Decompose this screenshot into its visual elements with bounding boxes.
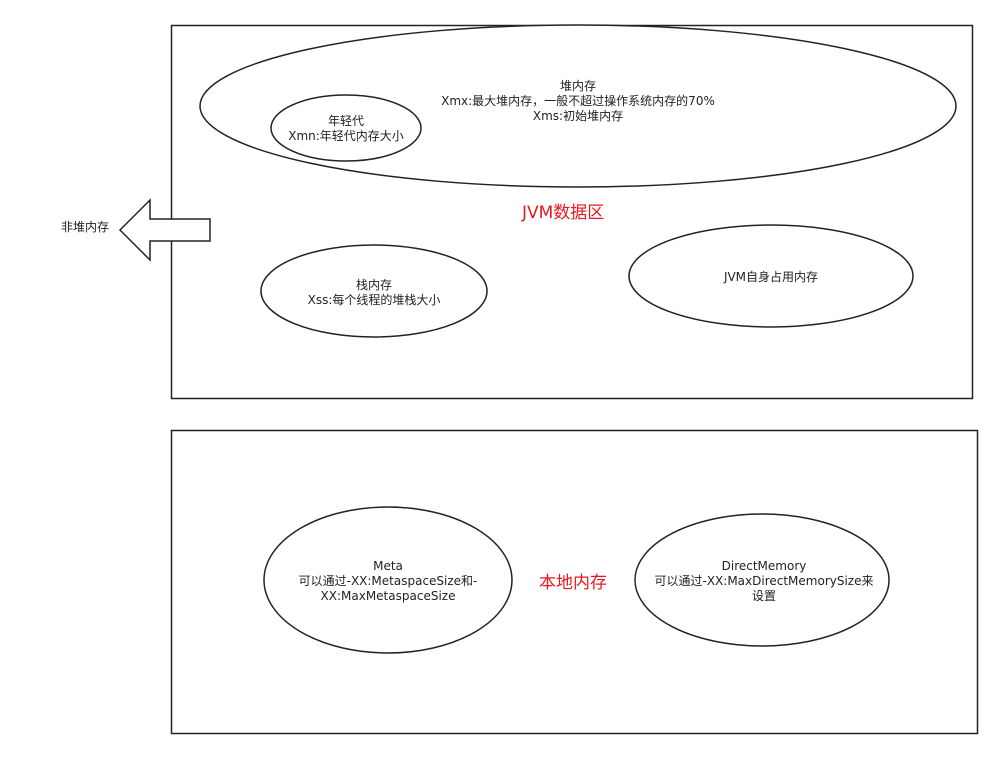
stack-xss: Xss:每个线程的堆栈大小 [307, 293, 441, 307]
stack-memory-ellipse [260, 244, 488, 338]
young-gen-title: 年轻代 [327, 114, 364, 128]
heap-xms: Xms:初始堆内存 [532, 108, 624, 123]
meta-desc-1: 可以通过-XX:MetaspaceSize和- [298, 573, 478, 588]
stack-title: 栈内存 [355, 278, 392, 292]
heap-title: 堆内存 [559, 78, 596, 93]
native-memory-box [170, 429, 979, 735]
meta-desc-2: XX:MaxMetaspaceSize [320, 588, 456, 603]
metaspace-label: Meta 可以通过-XX:MetaspaceSize和- XX:MaxMetas… [278, 556, 498, 606]
stack-memory-label: 栈内存 Xss:每个线程的堆栈大小 [289, 276, 459, 310]
native-memory-title: 本地内存 [539, 573, 607, 593]
direct-memory-ellipse [634, 513, 890, 647]
young-gen-ellipse [270, 94, 422, 162]
jvm-data-area-title: JVM数据区 [522, 203, 605, 223]
jvm-self-memory-ellipse [628, 224, 914, 328]
direct-memory-title: DirectMemory [721, 558, 807, 573]
direct-memory-desc-1: 可以通过-XX:MaxDirectMemorySize来 [654, 573, 874, 588]
meta-title: Meta [373, 558, 403, 573]
jvm-self-title: JVM自身占用内存 [723, 269, 819, 284]
direct-memory-desc-2: 设置 [751, 588, 776, 603]
left-arrow-icon [118, 198, 211, 262]
heap-memory-label: 堆内存 Xmx:最大堆内存，一般不超过操作系统内存的70% Xms:初始堆内存 [380, 76, 776, 126]
metaspace-ellipse [263, 506, 513, 654]
young-gen-xmn: Xmn:年轻代内存大小 [288, 129, 404, 143]
young-gen-label: 年轻代 Xmn:年轻代内存大小 [276, 112, 416, 146]
jvm-self-memory-label: JVM自身占用内存 [681, 268, 861, 286]
direct-memory-label: DirectMemory 可以通过-XX:MaxDirectMemorySize… [642, 556, 886, 606]
heap-xmx: Xmx:最大堆内存，一般不超过操作系统内存的70% [441, 93, 715, 108]
non-heap-label: 非堆内存 [60, 219, 109, 234]
